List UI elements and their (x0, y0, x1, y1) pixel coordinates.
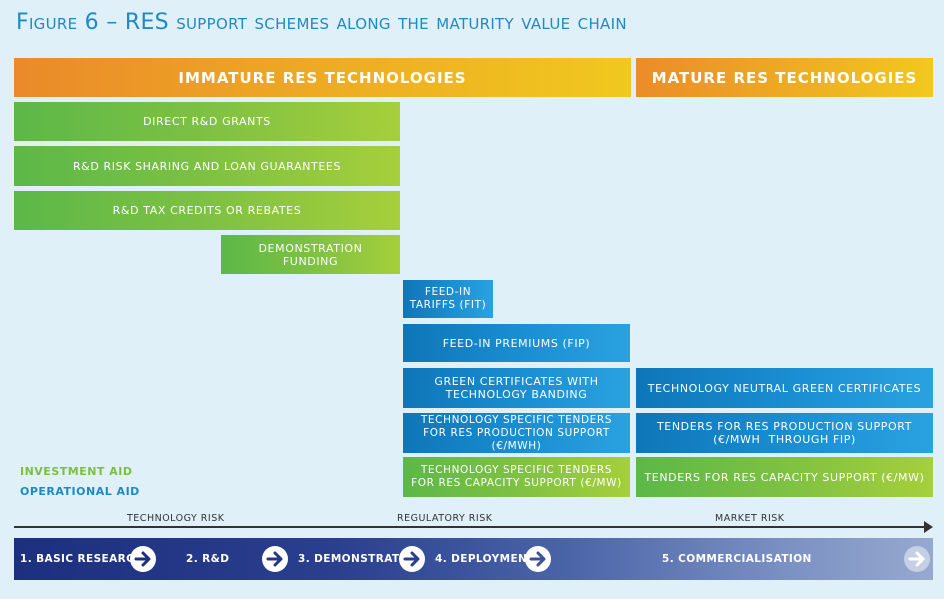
stage-demonstration: 3. Demonstration (298, 553, 423, 565)
figure-title: Figure 6 – RES support schemes along the… (16, 10, 627, 35)
scheme-tech-neutral-green-certificates: Technology neutral green certificates (636, 368, 933, 408)
stage-basic-research: 1. Basic research (20, 553, 144, 565)
risk-regulatory: Regulatory risk (397, 513, 493, 524)
scheme-demonstration-funding-label: Demonstration funding (258, 241, 363, 268)
scheme-rd-risk-sharing: R&D risk sharing and loan guarantees (14, 146, 400, 186)
stage-commercialisation: 5. Commercialisation (662, 553, 812, 565)
risk-technology: Technology risk (127, 513, 225, 524)
arrow-right-icon (904, 546, 930, 572)
scheme-feed-in-tariffs-label: Feed-in tariffs (FIT) (409, 286, 487, 311)
header-mature-technologies: Mature RES technologies (636, 58, 933, 97)
arrow-right-icon (262, 546, 288, 572)
arrow-right-icon (399, 546, 425, 572)
maturity-stage-band (14, 538, 933, 580)
scheme-tech-specific-tenders-production-label: Technology specific tenders for RES prod… (420, 413, 613, 452)
scheme-feed-in-tariffs: Feed-in tariffs (FIT) (403, 280, 493, 318)
scheme-green-certificates-banding-label: Green certificates with technology bandi… (434, 375, 599, 401)
stage-rd: 2. R&D (186, 553, 230, 565)
scheme-tech-specific-tenders-capacity: Technology specific tenders for RES capa… (403, 457, 630, 497)
scheme-green-certificates-banding: Green certificates with technology bandi… (403, 368, 630, 408)
scheme-tenders-capacity-support: Tenders for RES capacity support (€/MW) (636, 457, 933, 497)
risk-axis-line (14, 526, 926, 528)
scheme-feed-in-premiums: Feed-in premiums (FIP) (403, 324, 630, 362)
legend-investment-aid: Investment aid (20, 465, 133, 478)
legend-operational-aid: Operational aid (20, 485, 140, 498)
risk-market: Market risk (715, 513, 785, 524)
stage-deployment: 4. Deployment (435, 553, 535, 565)
arrow-right-icon (130, 546, 156, 572)
risk-axis-arrowhead-icon (924, 521, 933, 533)
arrow-right-icon (525, 546, 551, 572)
scheme-tech-specific-tenders-production: Technology specific tenders for RES prod… (403, 413, 630, 453)
scheme-tenders-production-support-label: Tenders for RES production support (€/MW… (656, 420, 917, 446)
scheme-demonstration-funding: Demonstration funding (221, 235, 400, 274)
scheme-tech-specific-tenders-capacity-label: Technology specific tenders for RES capa… (411, 464, 622, 489)
scheme-rd-tax-credits: R&D tax credits or rebates (14, 191, 400, 230)
scheme-tenders-production-support: Tenders for RES production support (€/MW… (636, 413, 933, 453)
scheme-direct-rd-grants: Direct R&D grants (14, 102, 400, 141)
header-immature-technologies: Immature RES technologies (14, 58, 631, 97)
